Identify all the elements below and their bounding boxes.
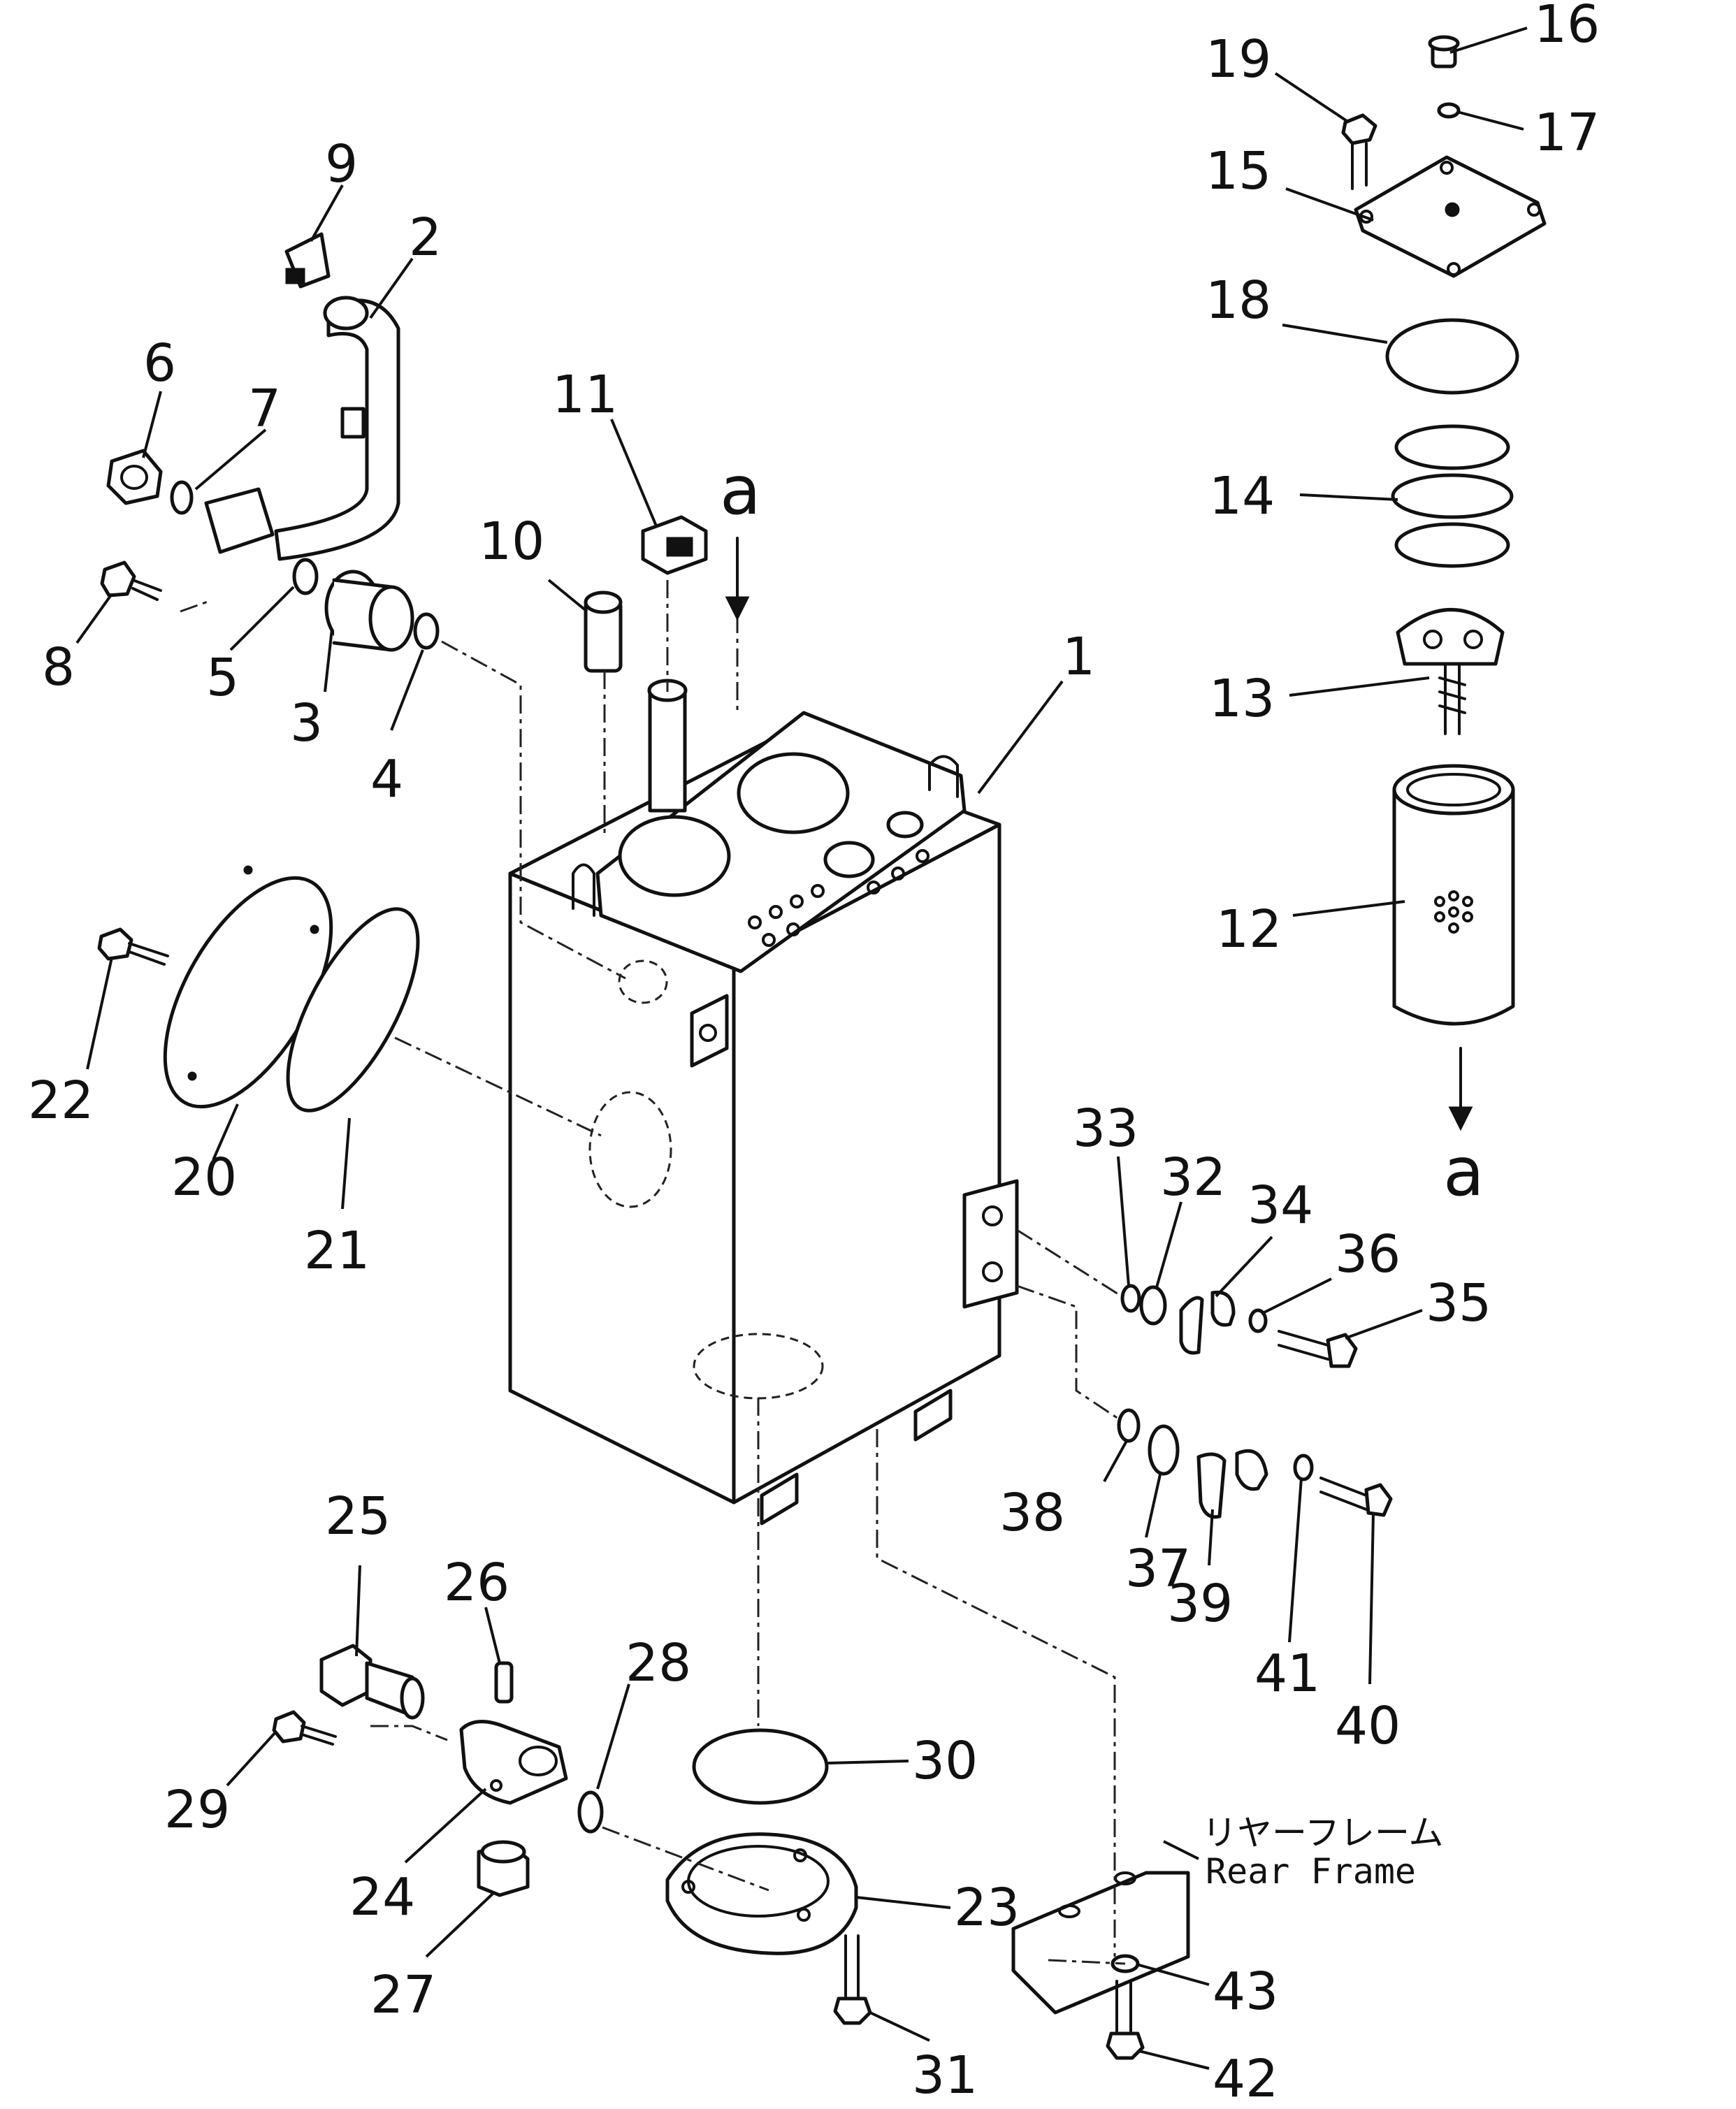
bolt-31 [833, 1934, 872, 2025]
callout-18: 18 [1206, 270, 1271, 331]
rear-frame-label-jp: リヤーフレーム [1202, 1813, 1444, 1853]
callout-10: 10 [479, 512, 544, 572]
bolt-19 [1341, 113, 1377, 190]
view-a-bottom: a [1443, 1047, 1484, 1211]
rear-frame [1011, 1871, 1190, 2015]
drain-cover [665, 1832, 858, 1955]
flange-37 [1148, 1424, 1180, 1476]
plug-16 [1428, 35, 1460, 68]
callout-24: 24 [349, 1867, 415, 1927]
callout-17: 17 [1534, 103, 1600, 163]
filler-cap [641, 515, 708, 575]
view-marker-top: a [720, 451, 761, 530]
callout-34: 34 [1247, 1175, 1313, 1235]
breather [584, 590, 623, 673]
filter-element [1392, 764, 1515, 1026]
callout-15: 15 [1206, 141, 1271, 201]
bolt-42 [1106, 1980, 1145, 2060]
callout-40: 40 [1335, 1696, 1401, 1756]
callout-20: 20 [171, 1147, 237, 1208]
callout-36: 36 [1335, 1224, 1401, 1284]
callout-43: 43 [1213, 1962, 1278, 2022]
hose-clamp [284, 232, 331, 289]
leader-lines [75, 27, 1528, 2070]
filter-cover [1354, 155, 1547, 278]
callout-25: 25 [325, 1486, 391, 1546]
o-ring-17 [1437, 102, 1461, 119]
bolt-22 [97, 927, 169, 966]
filler-neck [647, 679, 688, 813]
o-ring-4 [413, 612, 440, 650]
callout-39: 39 [1167, 1574, 1233, 1634]
callout-22: 22 [28, 1071, 94, 1131]
hydraulic-tank-body [508, 711, 1019, 1525]
bolt-8 [100, 560, 162, 601]
callout-28: 28 [625, 1633, 691, 1693]
bolt-40 [1319, 1477, 1393, 1517]
callout-4: 4 [370, 749, 403, 809]
gasket-30 [692, 1728, 829, 1805]
callout-14: 14 [1209, 466, 1275, 526]
gasket-21 [286, 907, 420, 1113]
callout-23: 23 [954, 1878, 1020, 1938]
return-pipe-assembly [204, 296, 400, 561]
rear-frame-label-en: Rear Frame [1206, 1851, 1416, 1892]
plug-27 [477, 1840, 530, 1897]
callout-13: 13 [1209, 669, 1275, 729]
washer-41 [1293, 1454, 1314, 1481]
spring [1391, 424, 1514, 568]
o-ring-38 [1117, 1408, 1141, 1443]
callout-12: 12 [1216, 899, 1282, 959]
callout-7: 7 [248, 379, 281, 439]
o-ring-33 [1120, 1284, 1141, 1313]
o-ring-28 [577, 1790, 604, 1834]
callout-9: 9 [325, 134, 358, 194]
callout-38: 38 [999, 1483, 1065, 1543]
callout-33: 33 [1073, 1099, 1138, 1159]
callout-30: 30 [912, 1731, 978, 1791]
drain-plug-25 [319, 1644, 425, 1720]
callout-6: 6 [143, 333, 176, 393]
callout-29: 29 [164, 1780, 230, 1840]
view-marker-bottom: a [1443, 1133, 1484, 1211]
callout-27: 27 [370, 1965, 436, 2025]
callout-37: 37 [1125, 1539, 1191, 1599]
o-ring-7 [170, 480, 194, 515]
split-flange-34 [1179, 1290, 1236, 1355]
split-flange-39 [1196, 1449, 1268, 1519]
valve [1396, 608, 1505, 735]
pin-26 [494, 1661, 514, 1704]
bolt-35 [1278, 1330, 1358, 1368]
callout-35: 35 [1426, 1273, 1491, 1333]
callout-26: 26 [444, 1553, 509, 1613]
callout-1: 1 [1062, 627, 1095, 687]
callout-41: 41 [1254, 1644, 1320, 1704]
plug-nut [106, 449, 163, 505]
callout-numbers: 1 2 3 4 5 6 7 8 9 10 11 12 13 14 15 16 1… [28, 0, 1600, 2109]
callout-3: 3 [290, 693, 323, 753]
elbow-fitting [324, 570, 414, 652]
o-ring-5 [292, 558, 319, 595]
assembly-lines [180, 580, 1126, 1965]
callout-2: 2 [409, 208, 442, 268]
bolt-29 [272, 1710, 337, 1746]
rear-frame-note: リヤーフレーム Rear Frame [1202, 1813, 1444, 1892]
flange-32 [1139, 1285, 1167, 1326]
callout-31: 31 [912, 2045, 978, 2106]
washer-36 [1248, 1308, 1268, 1333]
elbow-24 [459, 1720, 568, 1805]
callout-21: 21 [304, 1221, 370, 1281]
callout-8: 8 [42, 637, 75, 697]
callout-16: 16 [1534, 0, 1600, 55]
callout-19: 19 [1206, 29, 1271, 89]
callout-42: 42 [1213, 2049, 1278, 2109]
callout-32: 32 [1160, 1147, 1226, 1208]
callout-11: 11 [552, 365, 618, 425]
view-a-top: a [720, 451, 761, 621]
callout-5: 5 [206, 648, 239, 708]
o-ring-18 [1385, 318, 1519, 395]
